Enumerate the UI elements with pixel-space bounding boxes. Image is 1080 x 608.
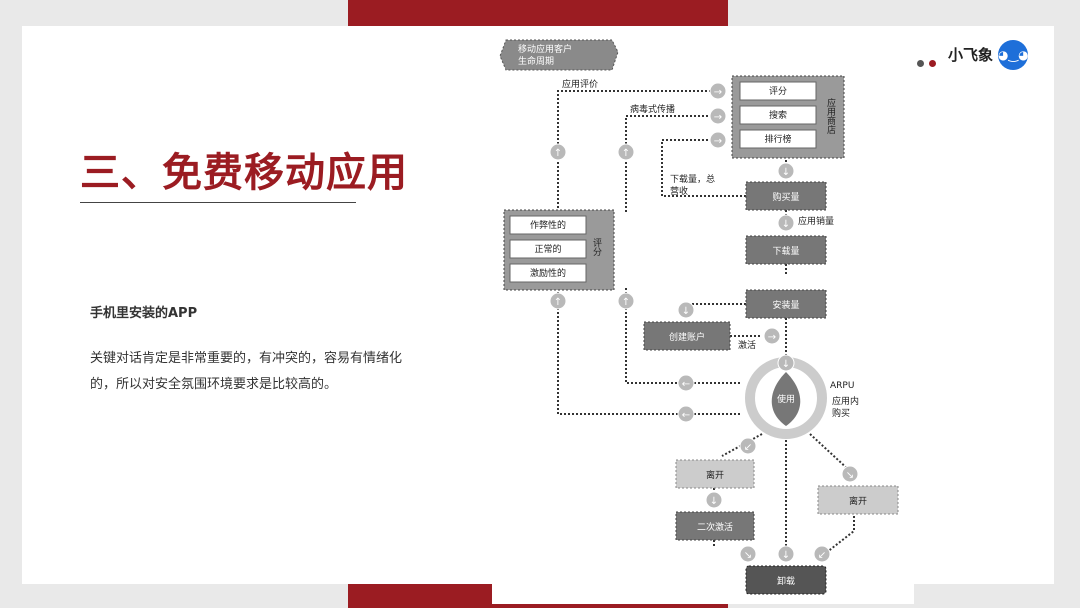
title-underline <box>80 202 356 203</box>
flow-nodes: 购买量 下载量 安装量 创建账户 使用 离开 二次激活 离开 卸载 <box>643 181 899 595</box>
svg-text:→: → <box>714 136 722 147</box>
edge-label-downloads-revenue-2: 营收 <box>670 185 688 197</box>
arrow-circles <box>549 82 859 563</box>
svg-text:↑: ↑ <box>622 148 630 159</box>
svg-text:↑: ↑ <box>554 297 562 308</box>
svg-text:↓: ↓ <box>782 359 790 370</box>
svg-text:↓: ↓ <box>710 496 718 507</box>
svg-text:↙: ↙ <box>744 442 752 453</box>
rating-group: 作弊性的 正常的 激励性的 评分 <box>503 209 615 291</box>
lifecycle-diagram-svg: 移动应用客户 生命周期 评分 搜索 排行榜 应用商店 <box>499 39 899 595</box>
lifecycle-diagram: 移动应用客户 生命周期 评分 搜索 排行榜 应用商店 <box>492 26 914 604</box>
rating-item-cheating: 作弊性的 <box>530 219 566 231</box>
svg-text:→: → <box>714 87 722 98</box>
svg-text:↘: ↘ <box>846 470 854 481</box>
brand-name: 小飞象 <box>948 46 994 64</box>
store-item-ranking: 排行榜 <box>764 133 791 145</box>
node-purchases: 购买量 <box>772 191 799 203</box>
svg-text:↓: ↓ <box>782 550 790 561</box>
diagram-title-box: 移动应用客户 生命周期 <box>499 39 619 71</box>
dot-3 <box>929 60 936 67</box>
store-group-label: 应用商店 <box>825 97 836 135</box>
elephant-logo-icon: ◕‿◕ <box>998 40 1029 70</box>
edge-label-app-sales: 应用销量 <box>798 215 834 227</box>
svg-text:↓: ↓ <box>782 219 790 230</box>
edge-label-activate: 激活 <box>738 339 756 351</box>
svg-text:←: ← <box>682 379 690 390</box>
svg-text:↓: ↓ <box>682 306 690 317</box>
node-create-account: 创建账户 <box>669 331 705 343</box>
node-leave-1: 离开 <box>706 469 724 481</box>
edge-label-iap-1: 应用内 <box>832 395 859 407</box>
node-installs: 安装量 <box>772 299 799 311</box>
edge-label-app-review: 应用评价 <box>562 78 598 90</box>
node-uninstall: 卸载 <box>777 575 795 587</box>
dot-2 <box>917 60 924 67</box>
svg-text:↓: ↓ <box>782 167 790 178</box>
slide-title: 三、免费移动应用 <box>80 150 408 196</box>
top-accent-bar <box>348 0 728 26</box>
svg-text:↙: ↙ <box>818 550 826 561</box>
rating-item-incentive: 激励性的 <box>530 267 566 279</box>
store-item-search: 搜索 <box>769 109 787 121</box>
store-item-rating: 评分 <box>769 86 787 97</box>
slide-subheading: 手机里安装的APP <box>90 306 198 321</box>
rating-item-normal: 正常的 <box>534 243 561 255</box>
edge-label-arpu: ARPU <box>830 381 854 391</box>
edge-label-viral: 病毒式传播 <box>630 103 675 115</box>
node-reactivate: 二次激活 <box>697 521 733 533</box>
node-leave-2: 离开 <box>849 495 867 507</box>
svg-text:↑: ↑ <box>622 297 630 308</box>
node-use: 使用 <box>777 393 795 405</box>
app-store-group: 评分 搜索 排行榜 应用商店 <box>731 75 845 159</box>
slide-body-text: 关键对话肯定是非常重要的，有冲突的，容易有情绪化的，所以对安全氛围环境要求是比较… <box>90 351 403 392</box>
svg-text:→: → <box>768 332 776 343</box>
svg-text:←: ← <box>682 410 690 421</box>
svg-text:↘: ↘ <box>744 550 752 561</box>
node-downloads: 下载量 <box>772 245 799 257</box>
arrow-glyphs: → → → ↑ ↑ ↑ ↑ ↓ ↓ ↓ → ↓ ← ← ↙ ↘ ↓ ↘ ↓ ↙ <box>554 87 854 561</box>
diagram-title-line2: 生命周期 <box>518 55 554 67</box>
diagram-title-line1: 移动应用客户 <box>518 43 572 55</box>
edge-label-downloads-revenue-1: 下载量，总 <box>670 173 715 185</box>
rating-group-label: 评分 <box>591 238 602 257</box>
svg-text:↑: ↑ <box>554 148 562 159</box>
svg-text:→: → <box>714 112 722 123</box>
edge-label-iap-2: 购买 <box>832 407 850 419</box>
